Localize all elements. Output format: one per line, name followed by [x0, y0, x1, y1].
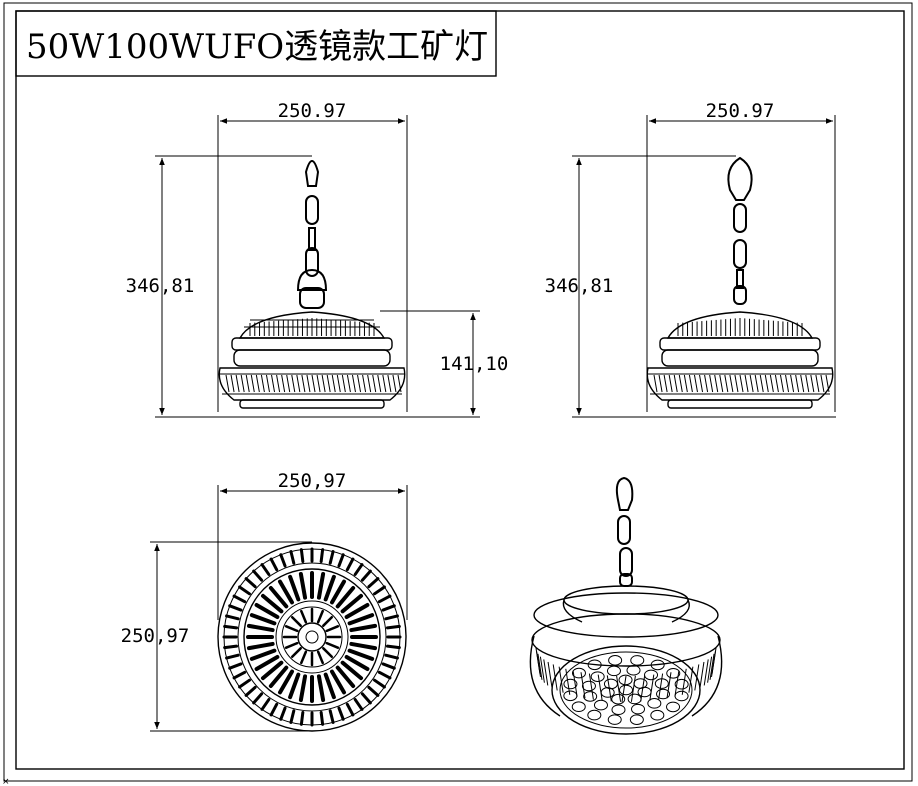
front-ring-fins: [225, 374, 402, 393]
front-view: 250.97 346,81 141,10: [126, 100, 509, 418]
bottom-center-slots: [282, 607, 342, 667]
front-height-label: 346,81: [126, 275, 195, 297]
bottom-outer-fins: [222, 547, 402, 727]
front-width-label: 250.97: [278, 100, 347, 122]
side-width-label: 250.97: [706, 100, 775, 122]
side-dome-fin-lines: [677, 318, 803, 336]
bottom-view: 250,97 250,97: [121, 470, 408, 732]
side-height-label: 346,81: [545, 275, 614, 297]
corner-mark: ×: [2, 777, 10, 786]
title-block: 50W100WUFO透镜款工矿灯: [15, 10, 497, 77]
front-dome-fin-lines: [249, 318, 375, 336]
outer-frame: [3, 2, 913, 782]
side-ring-fins: [653, 374, 830, 393]
inner-frame: [15, 10, 905, 770]
isometric-lens-array: [563, 655, 689, 725]
bottom-height-label: 250,97: [121, 625, 190, 647]
drawing-title: 50W100WUFO透镜款工矿灯: [26, 27, 488, 67]
isometric-view: [529, 476, 723, 735]
bottom-inner-slots: [246, 571, 378, 703]
front-body-height-label: 141,10: [440, 353, 509, 375]
bottom-width-label: 250,97: [278, 470, 347, 492]
side-view: 250.97 346,81: [545, 100, 836, 418]
